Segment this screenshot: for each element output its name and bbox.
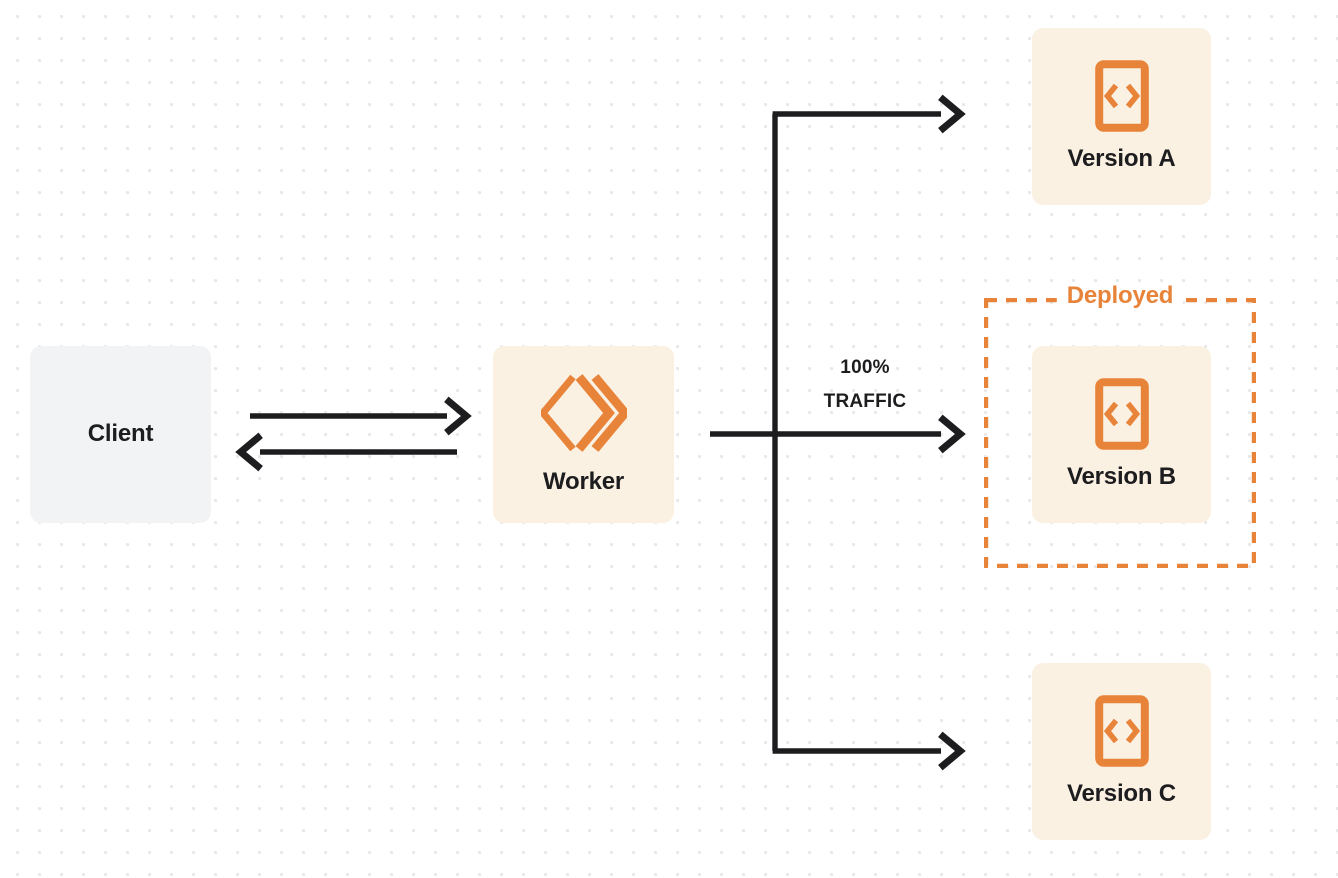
- version-node-a-label: Version A: [1067, 145, 1176, 173]
- worker-node[interactable]: Worker: [493, 346, 674, 523]
- client-node[interactable]: Client: [30, 346, 211, 523]
- version-node-a[interactable]: Version A: [1032, 28, 1211, 205]
- traffic-unit: TRAFFIC: [823, 390, 907, 412]
- traffic-share-label: 100% TRAFFIC: [790, 351, 940, 419]
- code-file-icon: [1094, 695, 1149, 768]
- version-node-c-label: Version C: [1067, 780, 1176, 808]
- deployed-group-label: Deployed: [1056, 282, 1184, 310]
- client-node-label: Client: [87, 420, 154, 448]
- version-node-c[interactable]: Version C: [1032, 663, 1211, 840]
- code-file-icon: [1094, 60, 1149, 133]
- cloudflare-workers-logo-icon: [537, 373, 631, 453]
- code-file-icon: [1094, 378, 1149, 451]
- traffic-percent: 100%: [840, 357, 890, 378]
- version-node-b[interactable]: Version B: [1032, 346, 1211, 523]
- deployed-group: Deployed Version B: [984, 282, 1256, 568]
- version-node-b-label: Version B: [1067, 463, 1176, 491]
- worker-node-label: Worker: [542, 468, 625, 496]
